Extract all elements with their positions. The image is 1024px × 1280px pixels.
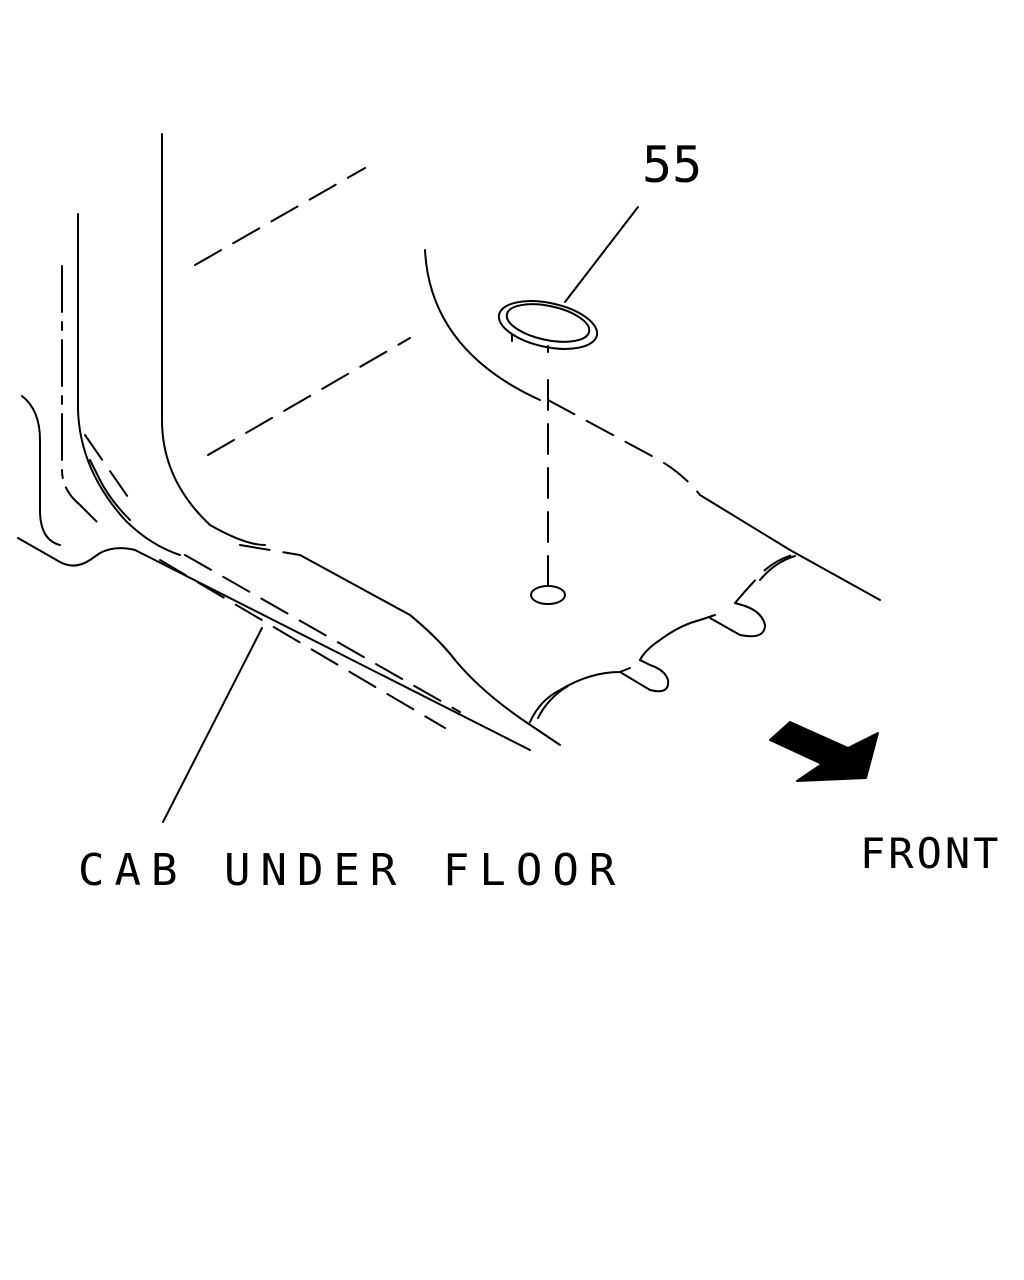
cab-under-floor-leader bbox=[162, 627, 263, 823]
cab-floor-panel bbox=[17, 434, 561, 751]
part-55-leader bbox=[530, 206, 639, 605]
front-direction-arrow-icon bbox=[769, 721, 879, 782]
front-label: FRONT bbox=[860, 829, 1001, 878]
cab-pillar bbox=[21, 133, 266, 556]
oval-plug-icon bbox=[497, 300, 599, 353]
part-number-label: 55 bbox=[642, 136, 702, 194]
cab-under-floor-label: CAB UNDER FLOOR bbox=[78, 845, 625, 896]
cab-floor-dashed-lines bbox=[194, 167, 881, 601]
floor-front-edge bbox=[529, 552, 801, 723]
